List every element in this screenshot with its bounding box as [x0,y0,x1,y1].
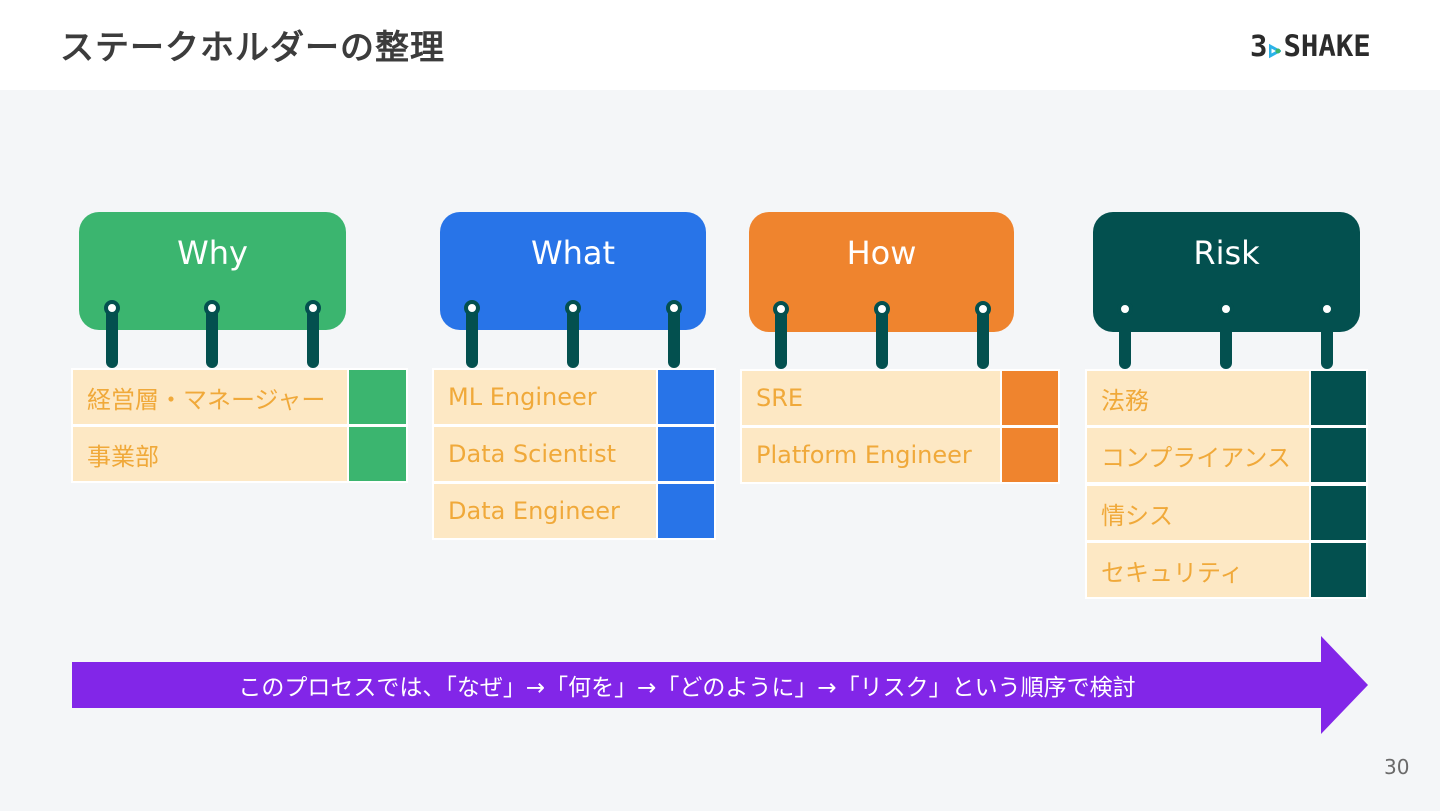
how-row-label: Platform Engineer [740,426,1002,484]
logo-text-left: 3 [1250,29,1268,63]
company-logo: 3 SHAKE [1250,26,1390,66]
slide-header: ステークホルダーの整理 3 SHAKE [0,0,1440,90]
how-row-swatch [1000,426,1060,484]
binder-post [876,303,888,369]
binder-post [1321,303,1333,369]
binder-ring-icon [104,300,120,316]
risk-row-label: セキュリティ [1085,541,1311,599]
what-row-swatch [656,482,716,540]
logo-text-right: SHAKE [1283,29,1371,63]
binder-post [668,302,680,368]
binder-ring-icon [975,301,991,317]
what-row-label: ML Engineer [432,368,658,426]
what-header-label: What [530,234,616,272]
logo-mark-icon [1268,35,1283,59]
binder-ring-icon [464,300,480,316]
why-row-swatch [347,368,408,426]
binder-post [307,302,319,368]
process-flow-arrow [72,636,1368,734]
risk-row-swatch [1309,541,1368,599]
binder-ring-icon [565,300,581,316]
risk-row-swatch [1309,426,1368,484]
binder-ring-icon [204,300,220,316]
binder-post [106,302,118,368]
binder-post [1220,303,1232,369]
why-row-label: 経営層・マネージャー [71,368,349,426]
binder-ring-icon [1218,301,1234,317]
binder-post [206,302,218,368]
risk-row-label: コンプライアンス [1085,426,1311,484]
risk-header-label: Risk [1193,234,1260,272]
binder-post [1119,303,1131,369]
binder-post [567,302,579,368]
risk-row-swatch [1309,369,1368,427]
what-row-label: Data Scientist [432,425,658,483]
why-row-label: 事業部 [71,425,349,483]
binder-ring-icon [666,300,682,316]
why-header-box: Why [79,212,346,330]
page-title: ステークホルダーの整理 [60,28,445,68]
binder-ring-icon [874,301,890,317]
binder-ring-icon [773,301,789,317]
binder-post [466,302,478,368]
risk-row-label: 情シス [1085,484,1311,542]
page-number: 30 [1384,755,1410,779]
why-header-label: Why [177,234,248,272]
what-row-swatch [656,425,716,483]
risk-header-box: Risk [1093,212,1360,332]
binder-ring-icon [305,300,321,316]
how-row-label: SRE [740,369,1002,427]
binder-ring-icon [1319,301,1335,317]
risk-row-label: 法務 [1085,369,1311,427]
process-flow-text: このプロセスでは、「なぜ」→「何を」→「どのように」→「リスク」という順序で検討 [238,675,1136,701]
binder-ring-icon [1117,301,1133,317]
how-header-label: How [846,234,917,272]
how-row-swatch [1000,369,1060,427]
binder-post [977,303,989,369]
risk-row-swatch [1309,484,1368,542]
binder-post [775,303,787,369]
why-row-swatch [347,425,408,483]
what-row-swatch [656,368,716,426]
what-row-label: Data Engineer [432,482,658,540]
